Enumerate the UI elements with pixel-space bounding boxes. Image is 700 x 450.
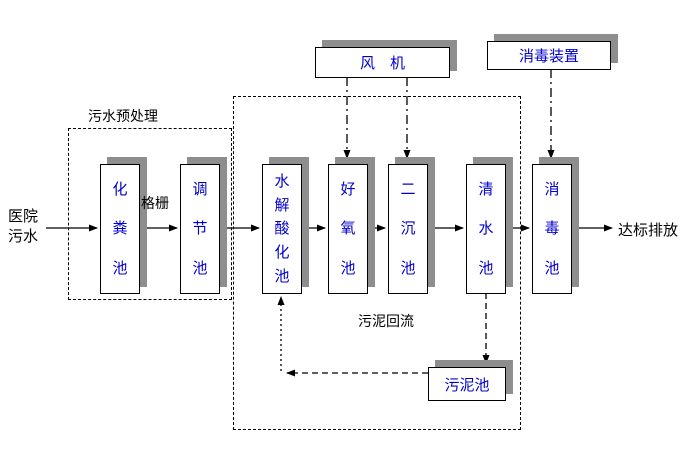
- tank-aerobic-label: 好氧池: [340, 180, 356, 277]
- disinfection-device-box: 消毒装置: [487, 41, 611, 70]
- fan-box: 风 机: [315, 47, 450, 78]
- tank-aerobic: 好氧池: [328, 164, 368, 294]
- tank-septic: 化粪池: [100, 164, 140, 294]
- pretreatment-label: 污水预处理: [88, 109, 158, 125]
- tank-disinfection-label: 消毒池: [544, 180, 560, 277]
- tank-disinfection: 消毒池: [532, 164, 572, 294]
- disinfection-device-label: 消毒装置: [518, 47, 579, 65]
- tank-septic-label: 化粪池: [112, 180, 128, 277]
- sludge-return-label: 污泥回流: [358, 314, 414, 330]
- tank-clear-water: 清水池: [466, 164, 506, 294]
- tank-hydrolysis-acidification-label: 水解酸化池: [274, 172, 290, 285]
- tank-secondary-settling-label: 二沉池: [400, 180, 416, 277]
- tank-hydrolysis-acidification: 水解酸化池: [262, 164, 302, 294]
- tank-clear-water-label: 清水池: [478, 180, 494, 277]
- influent-label: 医院污水: [8, 207, 39, 246]
- main-process-group-box: [233, 96, 521, 430]
- tank-regulating: 调节池: [180, 164, 220, 294]
- pretreatment-group-box: [68, 128, 232, 300]
- tank-secondary-settling: 二沉池: [388, 164, 428, 294]
- effluent-label: 达标排放: [618, 221, 679, 239]
- sludge-tank-box: 污泥池: [428, 367, 506, 401]
- sludge-tank-label: 污泥池: [444, 375, 490, 394]
- fan-label: 风 机: [359, 54, 405, 72]
- grid-label: 格栅: [141, 196, 169, 212]
- tank-regulating-label: 调节池: [192, 180, 208, 277]
